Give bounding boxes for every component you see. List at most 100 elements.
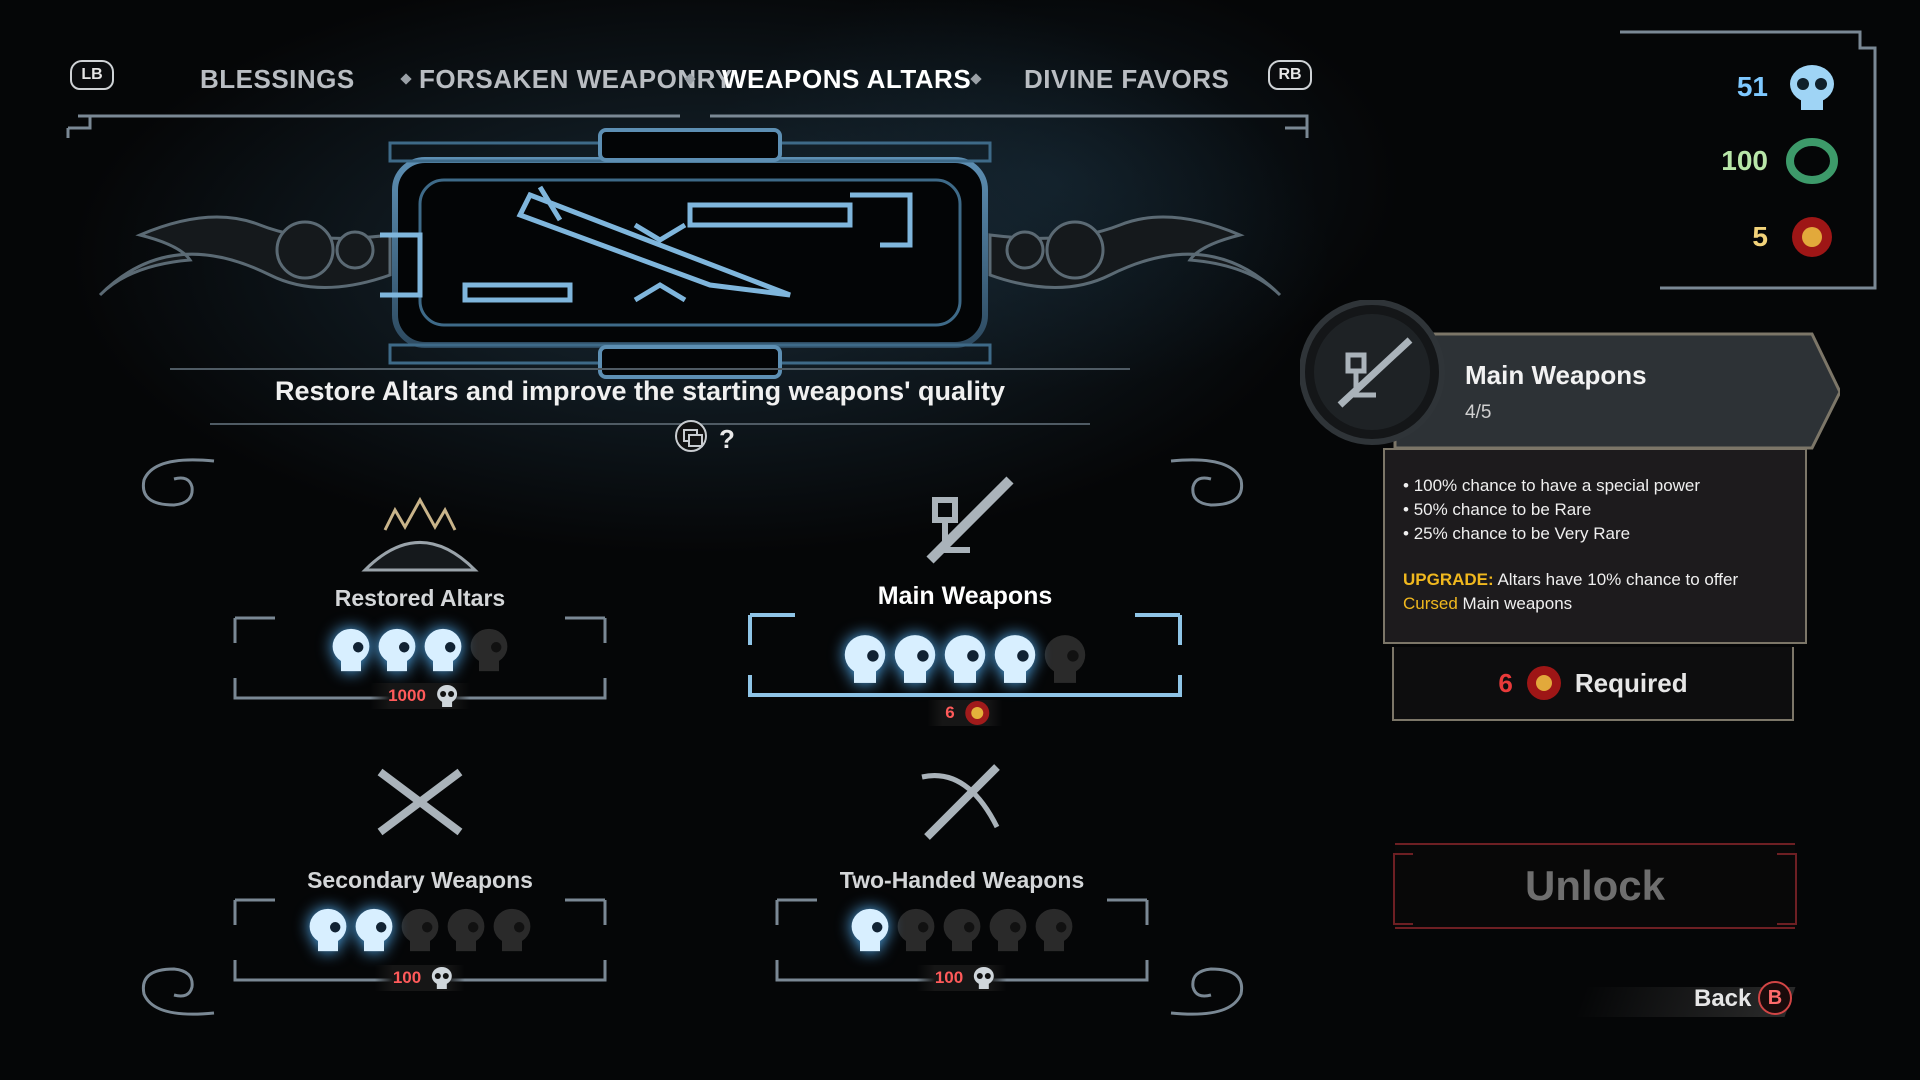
category-main-weapons[interactable]: Main Weapons 6	[745, 470, 1185, 726]
altar-icon	[361, 496, 479, 572]
resource-gems: 5	[1688, 212, 1840, 262]
filled-skull-icon	[844, 635, 886, 683]
swirl-ornament-icon	[141, 967, 215, 1016]
red-gem-icon	[965, 701, 990, 725]
tab-blessings[interactable]: BLESSINGS	[200, 64, 355, 94]
category-name: Two-Handed Weapons	[839, 867, 1085, 893]
help-button[interactable]: ?	[675, 420, 755, 456]
blue-skull-icon	[1790, 65, 1834, 110]
cost-amount: 6	[945, 703, 955, 722]
empty-skull-icon	[447, 908, 485, 952]
empty-skull-icon	[401, 908, 439, 952]
empty-skull-icon	[897, 908, 935, 952]
altar-banner	[90, 125, 1290, 380]
category-secondary-weapons[interactable]: Secondary Weapons 100	[230, 765, 610, 995]
detail-description: 100% chance to have a special power 50% …	[1383, 448, 1807, 644]
empty-skull-icon	[470, 628, 508, 672]
help-label: ?	[719, 424, 735, 454]
skull-bar-frame	[233, 616, 607, 700]
lb-bumper-button[interactable]: LB	[70, 60, 114, 90]
resource-rings: 100	[1688, 136, 1840, 186]
swirl-ornament-icon	[141, 458, 215, 507]
filled-skull-icon	[894, 635, 936, 683]
help-icon	[675, 420, 707, 452]
cost-tag: 6	[927, 700, 1003, 726]
rb-bumper-button[interactable]: RB	[1268, 60, 1312, 90]
required-cost: 6 Required	[1392, 647, 1794, 721]
upgrade-text: UPGRADE: Altars have 10% chance to offer…	[1403, 568, 1787, 616]
skull-icon	[432, 967, 453, 989]
skull-bar-frame	[748, 613, 1182, 697]
skull-progress	[843, 633, 1087, 685]
crossed-guns-icon	[377, 768, 463, 836]
upgrade-keyword: UPGRADE:	[1403, 570, 1494, 589]
filled-skull-icon	[332, 628, 370, 672]
tab-separator-icon	[400, 73, 412, 85]
tab-separator-icon	[970, 73, 982, 85]
cost-tag: 1000	[370, 683, 470, 709]
crossbow-and-hammer-icon	[921, 764, 1000, 840]
unlock-button[interactable]: Unlock	[1393, 843, 1797, 929]
category-name: Main Weapons	[877, 582, 1053, 610]
cost-amount: 100	[934, 968, 964, 987]
skull-bar-frame	[775, 898, 1149, 982]
detail-title: Main Weapons	[1465, 360, 1647, 390]
resource-gems-value: 5	[1752, 221, 1768, 252]
detail-bullet: 100% chance to have a special power	[1403, 474, 1787, 498]
filled-skull-icon	[944, 635, 986, 683]
tab-bar: LB BLESSINGS FORSAKEN WEAPONRY WEAPONS A…	[0, 58, 1320, 102]
empty-skull-icon	[989, 908, 1027, 952]
tab-forsaken-weaponry[interactable]: FORSAKEN WEAPONRY	[419, 64, 733, 94]
filled-skull-icon	[424, 628, 462, 672]
filled-skull-icon	[851, 908, 889, 952]
category-name: Restored Altars	[334, 585, 506, 611]
tab-divine-favors[interactable]: DIVINE FAVORS	[1024, 64, 1230, 94]
red-gem-icon	[1526, 666, 1561, 700]
detail-bullet: 25% chance to be Very Rare	[1403, 522, 1787, 546]
cost-amount: 100	[392, 968, 422, 987]
skull-icon	[974, 967, 995, 989]
category-name: Secondary Weapons	[307, 867, 533, 893]
empty-skull-icon	[1035, 908, 1073, 952]
filled-skull-icon	[378, 628, 416, 672]
swirl-ornament-icon	[1170, 967, 1244, 1016]
skull-icon	[436, 685, 457, 707]
b-button-icon[interactable]: B	[1758, 981, 1792, 1015]
green-ring-icon	[1786, 138, 1838, 184]
cost-tag: 100	[916, 965, 1008, 991]
required-amount: 6	[1498, 667, 1513, 698]
tab-frame-ornament	[66, 114, 1309, 138]
subtitle-rules	[170, 368, 1130, 425]
back-label: Back	[1694, 985, 1752, 1012]
empty-skull-icon	[1044, 635, 1086, 683]
empty-skull-icon	[493, 908, 531, 952]
filled-skull-icon	[309, 908, 347, 952]
detail-bullet: 50% chance to be Rare	[1403, 498, 1787, 522]
banner-subtitle: Restore Altars and improve the starting …	[274, 376, 1006, 406]
resource-skulls: 51	[1688, 62, 1840, 112]
skull-progress	[308, 907, 532, 953]
detail-header: Main Weapons 4/5	[1300, 300, 1840, 450]
resource-rings-value: 100	[1721, 145, 1768, 176]
skull-bar-frame	[233, 898, 607, 982]
detail-bullets: 100% chance to have a special power 50% …	[1403, 474, 1787, 546]
filled-skull-icon	[994, 635, 1036, 683]
empty-skull-icon	[943, 908, 981, 952]
category-restored-altars[interactable]: Restored Altars 1000	[230, 495, 610, 725]
resources-frame	[1620, 30, 1877, 290]
upgrade-line-1: Altars have 10% chance to offer	[1497, 570, 1739, 589]
sword-and-gun-icon	[926, 476, 1014, 564]
cost-amount: 1000	[388, 686, 426, 705]
category-two-handed-weapons[interactable]: Two-Handed Weapons 100	[772, 764, 1152, 995]
upgrade-line-2: Main weapons	[1462, 594, 1573, 613]
cost-tag: 100	[374, 965, 466, 991]
skull-progress	[850, 907, 1074, 953]
filled-skull-icon	[355, 908, 393, 952]
cursed-keyword: Cursed	[1403, 594, 1458, 613]
required-label: Required	[1574, 667, 1688, 698]
tab-weapons-altars[interactable]: WEAPONS ALTARS	[722, 64, 972, 94]
swirl-ornament-icon	[1170, 458, 1244, 507]
detail-progress: 4/5	[1465, 402, 1492, 423]
back-control[interactable]: Back B	[1574, 975, 1820, 1023]
skull-progress	[331, 627, 509, 673]
